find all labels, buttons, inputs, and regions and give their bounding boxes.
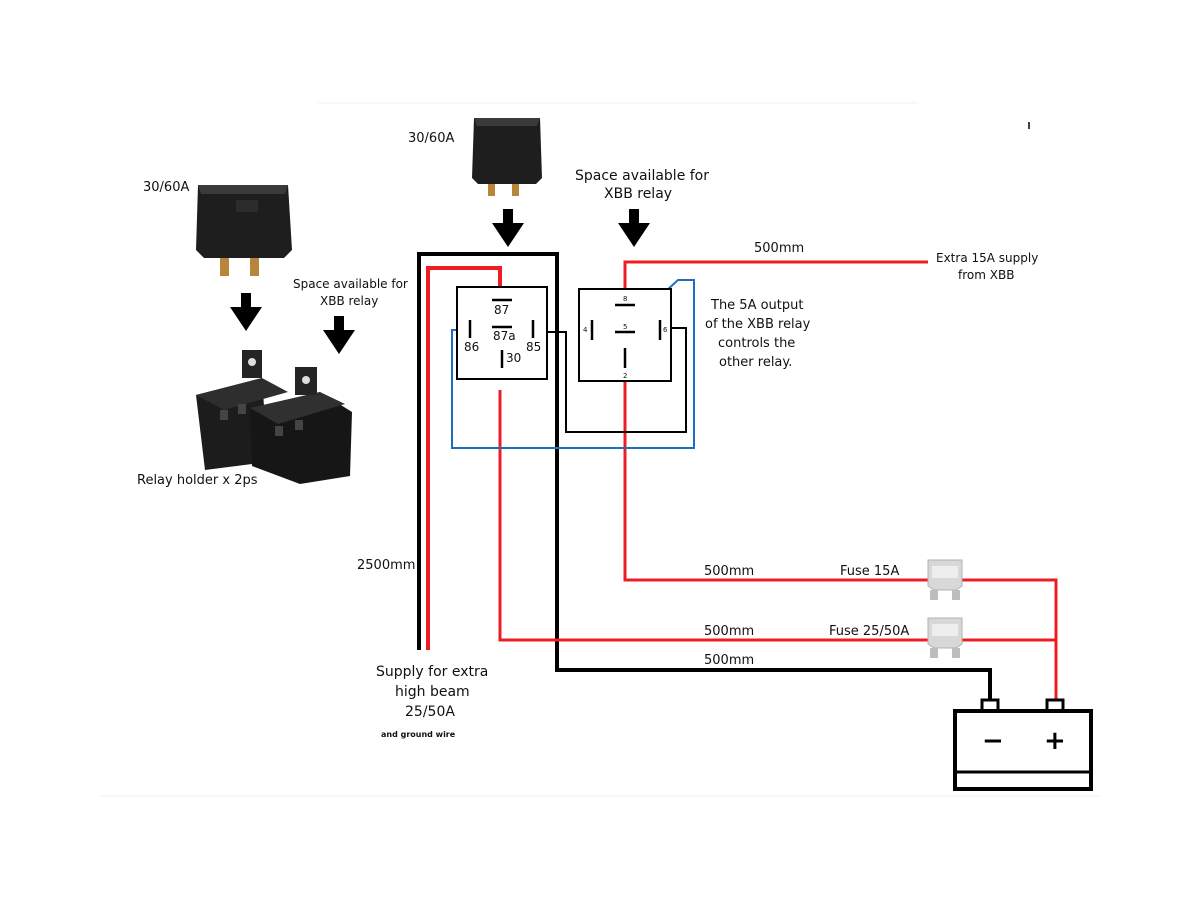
extra-supply-line2: from XBB (958, 268, 1014, 282)
arrow-down-icon-left-xbb (323, 316, 355, 354)
xbb-note-line4: other relay. (719, 355, 792, 370)
space-xbb-left-line1: Space available for (293, 277, 408, 291)
xbb-note-line3: controls the (718, 336, 795, 351)
battery-icon (953, 698, 1093, 791)
space-xbb-top-line1: Space available for (575, 168, 709, 184)
wire-relay86-to-xbb5 (451, 279, 695, 449)
space-xbb-top-line2: XBB relay (604, 186, 672, 202)
relay-pin-87a: 87a (493, 329, 516, 343)
supply-wire-high-beam (426, 266, 502, 650)
relay-xbb-box (578, 288, 672, 382)
xbb-pin-2: 2 (623, 372, 627, 380)
ground-wire (417, 252, 992, 702)
xbb-pin-8: 8 (623, 295, 627, 303)
arrow-down-icon-top-xbb (618, 209, 650, 247)
relay-pin-30: 30 (506, 351, 521, 365)
fuse15-wire-length: 500mm (704, 564, 754, 579)
arrow-down-icon-top-relay (492, 209, 524, 247)
fuse-icon-25-50a (927, 617, 963, 658)
xbb-note-line2: of the XBB relay (705, 317, 811, 332)
wire-relay85-to-xbb6 (534, 327, 687, 433)
wire-relay30-to-fuse2550 (498, 390, 928, 642)
xbb-pin-4: 4 (583, 326, 588, 334)
xbb-pin-6: 6 (663, 326, 668, 334)
relay-holder-icon (196, 350, 352, 484)
supply-title-line3: 25/50A (405, 704, 455, 720)
fuse-icon-15a (927, 559, 963, 600)
arrow-down-icon-left-relay (230, 293, 262, 331)
relay-rating-left: 30/60A (143, 180, 189, 195)
wire-xbb2-to-fuse15 (623, 378, 928, 582)
supply-title-line1: Supply for extra (376, 664, 488, 680)
relay-icon-left (196, 185, 292, 276)
extra-supply-line1: Extra 15A supply (936, 251, 1038, 265)
length-2500mm: 2500mm (357, 558, 415, 573)
ground-note: and ground wire (381, 730, 456, 739)
relay-icon-top (472, 118, 542, 196)
space-xbb-left-line2: XBB relay (320, 294, 378, 308)
fuse15-label: Fuse 15A (840, 564, 899, 579)
wire-extra-supply (623, 260, 928, 297)
fuse2550-wire-length: 500mm (704, 624, 754, 639)
wire-fuse15-to-battery (962, 578, 1058, 702)
relay-holder-label: Relay holder x 2ps (137, 473, 258, 488)
relay-pin-85: 85 (526, 340, 541, 354)
relay-rating-top: 30/60A (408, 131, 454, 146)
relay-main-box (456, 286, 548, 380)
relay-pin-87: 87 (494, 303, 509, 317)
battery-negative-symbol: − (982, 726, 1004, 756)
xbb-note-line1: The 5A output (710, 298, 804, 313)
ground-wire-length: 500mm (704, 653, 754, 668)
relay-pin-86: 86 (464, 340, 479, 354)
battery-positive-symbol: + (1044, 726, 1066, 756)
fuse2550-label: Fuse 25/50A (829, 624, 909, 639)
supply-title-line2: high beam (395, 684, 470, 700)
xbb-pin-5: 5 (623, 323, 627, 331)
extra-supply-wire-length: 500mm (754, 241, 804, 256)
